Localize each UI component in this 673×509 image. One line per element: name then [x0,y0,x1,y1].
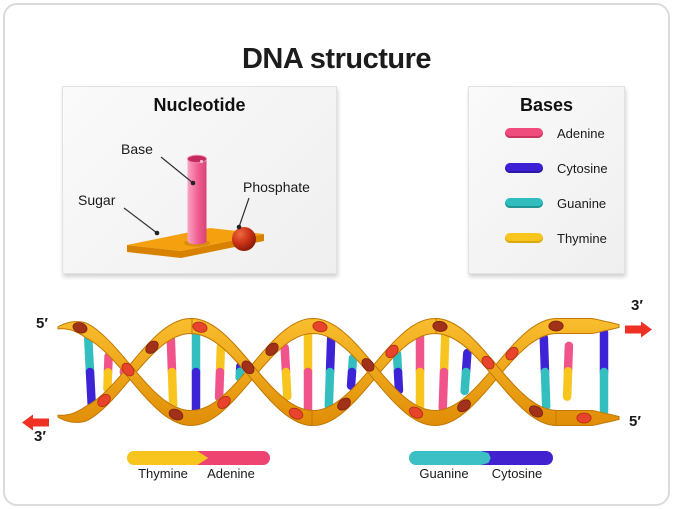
guanine-bar-half [409,451,484,465]
phosphate-dot [432,320,448,332]
rung-blue-teal [235,361,245,382]
five-prime-top-left-label: 5′ [36,315,48,332]
phosphate-dot [241,360,255,375]
base-label: Base [121,141,153,157]
rung-teal-blue [84,334,96,410]
phosphate-dot [528,405,544,418]
phosphate-dot [97,393,111,408]
sugar-slab-front-face [127,234,264,258]
thymine-color-bar [505,233,543,243]
adenine-color-bar [505,128,543,138]
phosphate-label: Phosphate [243,179,310,195]
legend-item-cytosine: Cytosine [468,157,623,179]
rung-pink-yellow [562,341,574,401]
strand-crossover-2 [435,317,557,427]
phosphate-dot [312,321,328,333]
sugar-label: Sugar [78,192,116,208]
guanine-pair-label: Guanine [419,466,469,481]
thymine-legend-label: Thymine [557,230,607,246]
dna-double-helix [57,317,620,427]
rung-pink-yellow [280,343,292,401]
guanine-cytosine-pair-bar [409,451,553,465]
base-cylinder-highlight [199,159,204,164]
base-cylinder-top-rim [187,154,207,164]
cytosine-legend-label: Cytosine [557,160,608,176]
cytosine-color-bar [505,163,543,173]
phosphate-dot [385,344,399,359]
nucleotide-panel-title: Nucleotide [153,95,246,115]
thymine-pair-label: Thymine [138,466,188,481]
adenine-pair-label: Adenine [207,466,255,481]
thymine-adenine-pair-bar [127,451,270,465]
three-prime-top-right-label: 3′ [631,297,643,314]
rung-teal-blue [392,349,404,395]
phosphate-dot [576,412,592,424]
legend-item-adenine: Adenine [468,122,623,144]
phosphate-dot [72,322,88,334]
cytosine-pair-label: Cytosine [491,466,543,481]
adenine-legend-label: Adenine [557,125,605,141]
adenine-bar-half [195,451,270,465]
rung-yellow-pink [438,331,450,413]
phosphate-dot [265,342,279,356]
right-direction-arrow-icon [625,321,652,338]
page-title: DNA structure [241,43,432,76]
phosphate-dots [72,320,592,424]
rung-pink-yellow [103,351,113,393]
phosphate-dot [505,346,519,361]
legend-item-thymine: Thymine [468,227,623,249]
phosphate-dot [145,340,159,354]
phosphate-dot [192,321,208,333]
left-direction-arrow-icon [22,414,49,431]
three-prime-bottom-left-label: 3′ [34,428,46,445]
phosphate-dot [168,408,184,421]
thymine-bar-half [127,451,202,465]
phosphate-dot [408,406,424,419]
rung-pink-yellow [166,334,178,410]
five-prime-bottom-right-label: 5′ [629,413,641,430]
base-cylinder-bottom [187,237,207,245]
pair-junction-tongue [476,451,491,465]
bases-panel-title: Bases [519,95,574,115]
phosphate-dot [361,358,375,372]
phosphate-dot [121,362,135,377]
phosphate-dot [457,399,471,413]
bases-panel: Bases [468,86,625,274]
rung-blue-teal [324,334,336,410]
pointer-dots [154,180,242,236]
base-cylinder-body [187,159,207,241]
phosphate-dot [337,397,351,411]
guanine-color-bar [505,198,543,208]
pointer-lines [123,156,250,234]
rung-yellow-pink [214,342,226,402]
nucleotide-illustration [123,154,264,258]
cytosine-bar-half [478,451,553,465]
rung-blue-teal [460,348,472,396]
phosphate-dot [217,395,231,409]
legend-item-guanine: Guanine [468,192,623,214]
rung-teal-blue [346,353,358,391]
phosphate-dot [288,407,304,420]
phosphate-dot [481,355,495,370]
guanine-legend-label: Guanine [557,195,607,211]
rung-blue-teal [539,333,551,411]
phosphate-sphere [232,227,256,251]
phosphate-dot [548,320,564,332]
